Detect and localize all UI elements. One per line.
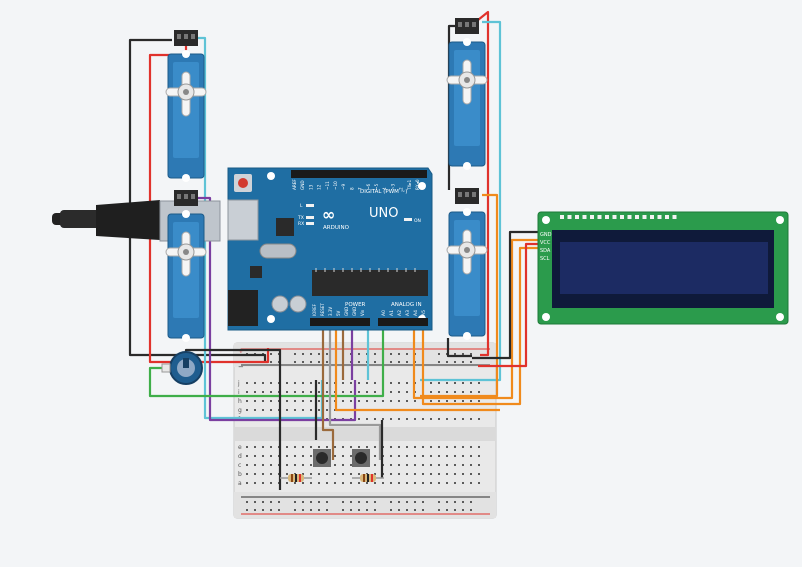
digital-pin-label: 12 bbox=[317, 184, 322, 190]
wire-red-lcd bbox=[478, 242, 540, 368]
digital-pin-label: ~5 bbox=[374, 183, 379, 190]
usb-chip bbox=[276, 218, 294, 236]
power-pin-label: 3.3V bbox=[328, 307, 333, 316]
potentiometer[interactable] bbox=[161, 351, 203, 385]
lcd-pin-sda: SDA bbox=[540, 248, 551, 254]
led-l-label: L bbox=[300, 203, 303, 209]
digital-pin-label: RX◂0 bbox=[415, 179, 420, 190]
capacitor-2 bbox=[289, 295, 307, 313]
mount-hole-1 bbox=[267, 172, 275, 180]
lcd-screen bbox=[560, 242, 768, 294]
row-letter-d: d bbox=[238, 453, 242, 460]
row-letter-a: a bbox=[238, 480, 242, 487]
digital-pin-label: ~10 bbox=[333, 181, 338, 190]
mount-hole-3 bbox=[418, 182, 426, 190]
led-rx-label: RX bbox=[298, 221, 304, 227]
power-jack bbox=[228, 290, 258, 326]
wire-red-right bbox=[477, 10, 490, 357]
digital-pin-label: 2 bbox=[399, 187, 404, 190]
rail-minus-label: − bbox=[238, 363, 244, 371]
lcd-pin-scl: SCL bbox=[540, 256, 550, 262]
analog-label: ANALOG IN bbox=[391, 302, 422, 308]
wire-purple-left bbox=[190, 196, 357, 422]
analog-header[interactable] bbox=[378, 318, 428, 326]
wire-black-right2 bbox=[446, 338, 472, 358]
usb-port bbox=[227, 199, 259, 241]
wire-orange-a4 bbox=[412, 238, 540, 400]
servo-top-left[interactable] bbox=[165, 30, 207, 182]
digital-pin-label: 4 bbox=[382, 187, 387, 190]
analog-pin-label: A5 bbox=[421, 310, 427, 316]
wire-black-lcd bbox=[472, 230, 540, 360]
led-on-label: ON bbox=[414, 218, 421, 224]
digital-pin-label: ~3 bbox=[390, 183, 395, 190]
regulator bbox=[250, 266, 262, 278]
servo-bottom-left[interactable] bbox=[165, 190, 207, 342]
row-letter-e: e bbox=[238, 444, 242, 451]
arduino-model: UNO bbox=[369, 206, 398, 221]
led-l bbox=[306, 204, 314, 207]
lcd-display[interactable]: GND VCC SDA SCL bbox=[537, 211, 789, 325]
power-label: POWER bbox=[345, 302, 366, 308]
digital-pin-label: 8 bbox=[349, 187, 354, 190]
row-letter-i: i bbox=[238, 389, 240, 396]
power-header[interactable] bbox=[310, 318, 370, 326]
lcd-pin-vcc: VCC bbox=[540, 240, 551, 246]
analog-pin-label: A2 bbox=[397, 310, 403, 316]
digital-pin-label: AREF bbox=[292, 179, 297, 190]
row-letter-j: j bbox=[237, 380, 240, 387]
digital-pin-label: 7 bbox=[358, 187, 363, 190]
wire-black-left bbox=[128, 38, 267, 363]
wire-orange-servo bbox=[420, 193, 499, 398]
crystal bbox=[259, 243, 297, 259]
arduino-brand: ARDUINO bbox=[323, 225, 350, 231]
led-on bbox=[404, 218, 412, 221]
lcd-pin-gnd: GND bbox=[540, 232, 552, 238]
wire-cyan-right bbox=[420, 20, 502, 382]
digital-label: DIGITAL (PWM ~) bbox=[360, 189, 407, 195]
servo-bottom-right[interactable] bbox=[446, 188, 488, 340]
row-letter-b: b bbox=[238, 471, 242, 478]
digital-pin-label: ~11 bbox=[325, 181, 330, 190]
power-pin-label: Vin bbox=[360, 309, 365, 316]
analog-pin-label: A3 bbox=[405, 310, 411, 316]
pushbutton-1[interactable] bbox=[313, 449, 331, 467]
led-rx bbox=[306, 222, 314, 225]
arduino-logo-icon: ∞ bbox=[322, 205, 335, 224]
power-pin-label: IOREF bbox=[312, 303, 317, 316]
capacitor-1 bbox=[271, 295, 289, 313]
led-tx-label: TX bbox=[297, 215, 304, 221]
mount-hole-2 bbox=[267, 315, 275, 323]
power-pin-label: RESET bbox=[320, 303, 325, 316]
led-tx bbox=[306, 216, 314, 219]
resistor-2[interactable] bbox=[352, 474, 384, 482]
power-pin-label: GND bbox=[352, 307, 357, 316]
digital-pin-label: ~6 bbox=[366, 183, 371, 190]
digital-header[interactable] bbox=[291, 170, 427, 178]
resistor-1[interactable] bbox=[280, 474, 312, 482]
row-letter-h: h bbox=[238, 398, 242, 405]
row-letter-c: c bbox=[238, 462, 241, 469]
atmega-chip bbox=[312, 270, 428, 296]
digital-pin-label: ~9 bbox=[341, 183, 346, 190]
arduino-board[interactable]: ∞ UNO ARDUINO DIGITAL (PWM ~) POWER ANAL… bbox=[227, 167, 433, 331]
power-pin-label: 5V bbox=[336, 310, 341, 316]
digital-pin-label: 13 bbox=[308, 184, 313, 190]
wire-green bbox=[148, 312, 385, 398]
analog-pin-label: A4 bbox=[413, 310, 419, 316]
pushbutton-2[interactable] bbox=[352, 449, 370, 467]
digital-pin-label: GND bbox=[300, 180, 305, 190]
servo-top-right[interactable] bbox=[446, 18, 488, 170]
row-letter-g: g bbox=[238, 407, 242, 414]
analog-pin-label: A0 bbox=[381, 310, 387, 316]
power-pin-label: GND bbox=[344, 307, 349, 316]
digital-pin-label: TX▸1 bbox=[407, 179, 412, 191]
analog-pin-label: A1 bbox=[389, 310, 395, 316]
